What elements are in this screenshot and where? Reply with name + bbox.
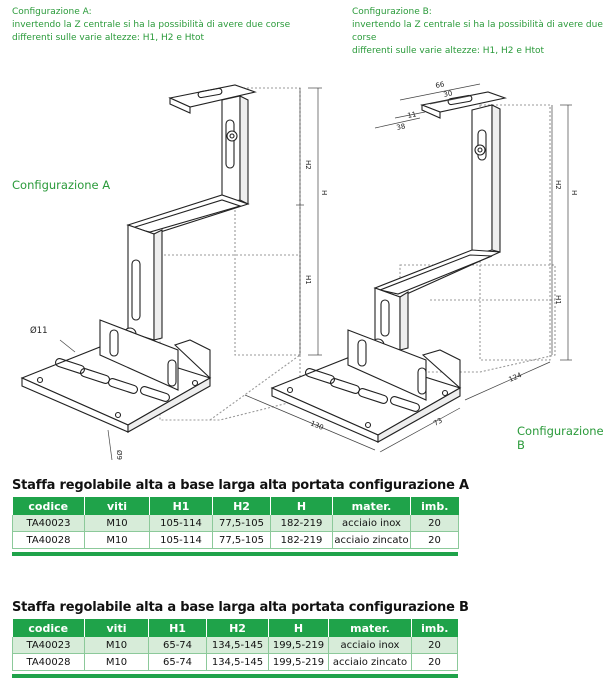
table-a-title: Staffa regolabile alta a base larga alta… — [12, 478, 469, 493]
cell-mater: acciaio zincato — [332, 531, 411, 549]
dim-b-66: 66 — [435, 80, 446, 90]
cell-imb: 20 — [411, 637, 458, 654]
cell-mater: acciaio inox — [332, 515, 411, 532]
col-h2: H2 — [212, 497, 271, 515]
cell-viti: M10 — [84, 653, 149, 671]
dim-b-h1: H1 — [554, 295, 562, 305]
note-b-line1: invertendo la Z centrale si ha la possib… — [352, 20, 603, 43]
dim-b-38: 38 — [396, 122, 406, 132]
dim-b-130: 130 — [309, 419, 324, 431]
note-config-b: Configurazione B: invertendo la Z centra… — [352, 6, 610, 58]
col-mater: mater. — [328, 619, 412, 637]
cell-viti: M10 — [84, 515, 150, 532]
col-codice: codice — [12, 497, 85, 515]
cell-mater: acciaio inox — [328, 637, 412, 654]
table-row: TA40023 M10 105-114 77,5-105 182-219 acc… — [12, 515, 459, 532]
cell-codice: TA40028 — [12, 653, 85, 671]
col-mater: mater. — [332, 497, 411, 515]
cell-h1: 105-114 — [149, 515, 213, 532]
spec-table-b: codice viti H1 H2 H mater. imb. TA40023 … — [12, 619, 458, 671]
table-row: TA40023 M10 65-74 134,5-145 199,5-219 ac… — [12, 637, 458, 654]
cell-viti: M10 — [84, 637, 149, 654]
dim-b-124: 124 — [508, 371, 524, 384]
dim-a-h1: H1 — [304, 275, 312, 285]
label-config-a: Configurazione A — [12, 178, 111, 192]
dim-b-30: 30 — [443, 89, 453, 99]
col-codice: codice — [12, 619, 85, 637]
drawing-config-a — [20, 84, 322, 460]
spec-table-a: codice viti H1 H2 H mater. imb. TA40023 … — [12, 497, 459, 549]
note-config-a: Configurazione A: invertendo la Z centra… — [12, 6, 290, 45]
cell-codice: TA40023 — [12, 637, 85, 654]
col-h: H — [268, 619, 329, 637]
cell-h1: 105-114 — [149, 531, 213, 549]
dim-b-h2: H2 — [554, 180, 562, 190]
cell-imb: 20 — [411, 653, 458, 671]
note-a-line2: differenti sulle varie altezze: H1, H2 e… — [12, 33, 205, 43]
cell-h2: 134,5-145 — [206, 637, 269, 654]
col-h1: H1 — [149, 497, 213, 515]
dim-a-h: H — [320, 190, 328, 195]
col-h: H — [270, 497, 333, 515]
technical-drawing: H2 H H1 Ø11 Ø9,3 — [20, 80, 578, 460]
note-b-line2: differenti sulle varie altezze: H1, H2 e… — [352, 46, 545, 56]
cell-mater: acciaio zincato — [328, 653, 412, 671]
cell-h2: 77,5-105 — [212, 515, 271, 532]
dim-a-d11: Ø11 — [30, 325, 48, 336]
table-header-row: codice viti H1 H2 H mater. imb. — [12, 619, 458, 637]
cell-h2: 134,5-145 — [206, 653, 269, 671]
dim-a-h2: H2 — [304, 160, 312, 170]
drawing-config-b — [244, 83, 572, 453]
col-h2: H2 — [206, 619, 269, 637]
note-b-title: Configurazione B: — [352, 7, 432, 17]
table-header-row: codice viti H1 H2 H mater. imb. — [12, 497, 459, 515]
table-b-title: Staffa regolabile alta a base larga alta… — [12, 600, 469, 615]
cell-h: 182-219 — [270, 515, 333, 532]
cell-h: 182-219 — [270, 531, 333, 549]
cell-imb: 20 — [410, 515, 459, 532]
dim-b-h: H — [570, 190, 578, 195]
table-a-bottom-bar — [12, 552, 458, 556]
dim-b-73: 73 — [432, 417, 444, 428]
col-viti: viti — [84, 497, 150, 515]
col-imb: imb. — [411, 619, 458, 637]
cell-codice: TA40028 — [12, 531, 85, 549]
dim-a-d3: Ø9,3 — [115, 450, 123, 460]
cell-h1: 65-74 — [148, 653, 207, 671]
col-viti: viti — [84, 619, 149, 637]
cell-h: 199,5-219 — [268, 653, 329, 671]
note-a-title: Configurazione A: — [12, 7, 92, 17]
cell-h: 199,5-219 — [268, 637, 329, 654]
col-h1: H1 — [148, 619, 207, 637]
cell-h1: 65-74 — [148, 637, 207, 654]
label-config-b: Configurazione B — [517, 424, 604, 452]
cell-codice: TA40023 — [12, 515, 85, 532]
cell-imb: 20 — [410, 531, 459, 549]
table-row: TA40028 M10 105-114 77,5-105 182-219 acc… — [12, 531, 459, 549]
table-row: TA40028 M10 65-74 134,5-145 199,5-219 ac… — [12, 653, 458, 671]
cell-viti: M10 — [84, 531, 150, 549]
table-b-bottom-bar — [12, 674, 458, 678]
col-imb: imb. — [410, 497, 459, 515]
dim-b-11: 11 — [407, 110, 417, 120]
cell-h2: 77,5-105 — [212, 531, 271, 549]
note-a-line1: invertendo la Z centrale si ha la possib… — [12, 20, 291, 30]
